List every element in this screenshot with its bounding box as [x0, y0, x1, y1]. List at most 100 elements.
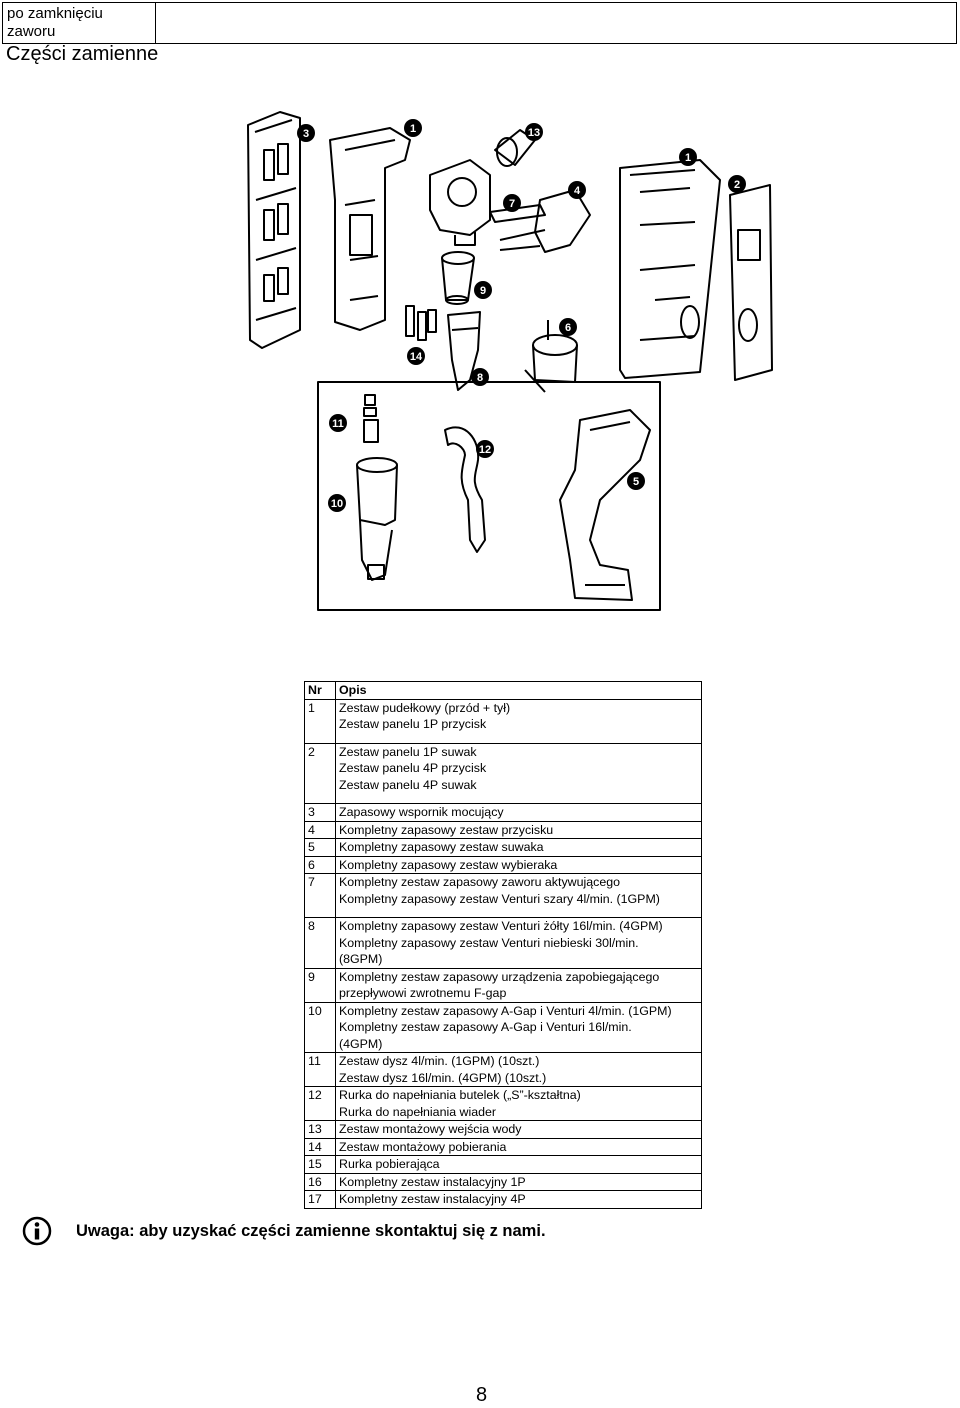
row-gap [339, 907, 698, 917]
parts-table-header: Nr Opis [304, 681, 702, 700]
exploded-parts-diagram: 3 1 13 7 4 1 2 9 14 6 8 11 10 12 5 [247, 111, 773, 611]
callout-2: 2 [728, 175, 746, 193]
svg-text:1: 1 [685, 152, 691, 164]
description-line: Kompletny zestaw zapasowy zaworu aktywuj… [339, 875, 620, 889]
part-description: Zestaw montażowy pobierania [335, 1137, 702, 1156]
part-description: Kompletny zapasowy zestaw przycisku [335, 820, 702, 839]
part-number: 7 [304, 873, 336, 918]
section-title: Części zamienne [6, 43, 159, 65]
svg-text:3: 3 [303, 128, 309, 140]
part-venturi [447, 311, 481, 391]
callout-1b: 1 [679, 148, 697, 166]
part-box [619, 159, 721, 379]
part-nozzles [363, 394, 379, 443]
description-line: Zestaw dysz 16l/min. (4GPM) (10szt.) [339, 1070, 547, 1085]
part-description: Zapasowy wspornik mocujący [335, 803, 702, 822]
part-description: Kompletny zestaw zapasowy zaworu aktywuj… [335, 873, 702, 918]
description-line: Kompletny zestaw zapasowy A-Gap i Ventur… [339, 1003, 672, 1018]
part-number: 10 [304, 1001, 336, 1053]
part-number: 16 [304, 1172, 336, 1191]
part-description: Kompletny zapasowy zestaw wybieraka [335, 855, 702, 874]
callout-9: 9 [474, 281, 492, 299]
part-description: Kompletny zapasowy zestaw suwaka [335, 838, 702, 857]
description-line: Rurka pobierająca [339, 1157, 440, 1171]
part-number: 11 [304, 1052, 336, 1087]
part-f-gap [441, 251, 475, 305]
svg-text:14: 14 [410, 351, 423, 363]
row-gap [339, 733, 698, 743]
row-gap [339, 793, 698, 803]
part-description: Rurka pobierająca [335, 1155, 702, 1174]
svg-text:10: 10 [331, 498, 343, 510]
svg-text:4: 4 [574, 185, 581, 197]
description-line: przepływowi zwrotnemu F-gap [339, 986, 507, 1000]
part-number: 9 [304, 967, 336, 1003]
svg-text:6: 6 [565, 322, 571, 334]
svg-text:1: 1 [410, 123, 416, 135]
description-line: Zestaw panelu 4P przycisk [339, 761, 487, 775]
part-number: 1 [304, 698, 336, 744]
description-line: Kompletny zapasowy zestaw przycisku [339, 822, 554, 837]
callout-3: 3 [297, 124, 315, 142]
part-description: Kompletny zestaw instalacyjny 4P [335, 1190, 702, 1209]
svg-text:9: 9 [480, 285, 486, 297]
part-slider [559, 409, 651, 601]
part-valve-housing [329, 127, 411, 331]
callout-10: 10 [328, 494, 346, 512]
callout-14: 14 [407, 347, 425, 365]
part-number: 8 [304, 917, 336, 969]
part-s-tube [444, 426, 486, 553]
svg-text:12: 12 [479, 444, 491, 456]
description-line: Kompletny zapasowy zestaw suwaka [339, 840, 544, 854]
description-line: Kompletny zestaw instalacyjny 1P [339, 1174, 526, 1189]
description-line: Kompletny zestaw zapasowy A-Gap i Ventur… [339, 1020, 632, 1034]
info-icon [22, 1216, 52, 1246]
description-line: Kompletny zapasowy zestaw Venturi żółty … [339, 919, 663, 933]
callout-8: 8 [471, 368, 489, 386]
part-intake-fittings [405, 305, 437, 341]
part-actuator-valve [489, 204, 546, 223]
part-number: 13 [304, 1120, 336, 1139]
svg-text:8: 8 [477, 372, 483, 384]
part-number: 5 [304, 838, 336, 857]
description-line: Zestaw pudełkowy (przód + tył) [339, 700, 511, 715]
header-table: po zamknięciu zaworu [2, 2, 957, 44]
part-description: Zestaw montażowy wejścia wody [335, 1120, 702, 1139]
description-line: Zestaw montażowy wejścia wody [339, 1122, 522, 1136]
callout-6: 6 [559, 318, 577, 336]
callout-7: 7 [503, 194, 521, 212]
part-number: 6 [304, 855, 336, 874]
part-panel [729, 184, 773, 381]
header-right-cell [155, 2, 957, 44]
svg-text:13: 13 [528, 127, 540, 139]
description-line: Zestaw montażowy pobierania [339, 1139, 507, 1154]
part-number: 3 [304, 803, 336, 822]
svg-text:5: 5 [633, 476, 639, 488]
part-number: 12 [304, 1086, 336, 1121]
description-line: Zestaw panelu 1P przycisk [339, 717, 487, 731]
callout-4: 4 [568, 181, 586, 199]
column-header-opis: Opis [335, 681, 702, 700]
description-line: Kompletny zapasowy zestaw Venturi niebie… [339, 935, 639, 950]
description-line: (4GPM) [339, 1036, 383, 1051]
callout-1a: 1 [404, 119, 422, 137]
description-line: Kompletny zapasowy zestaw Venturi szary … [339, 891, 660, 906]
part-a-gap-venturi [356, 457, 398, 581]
description-line: Zestaw dysz 4l/min. (1GPM) (10szt.) [339, 1054, 540, 1068]
part-mounting-bracket [247, 111, 301, 349]
